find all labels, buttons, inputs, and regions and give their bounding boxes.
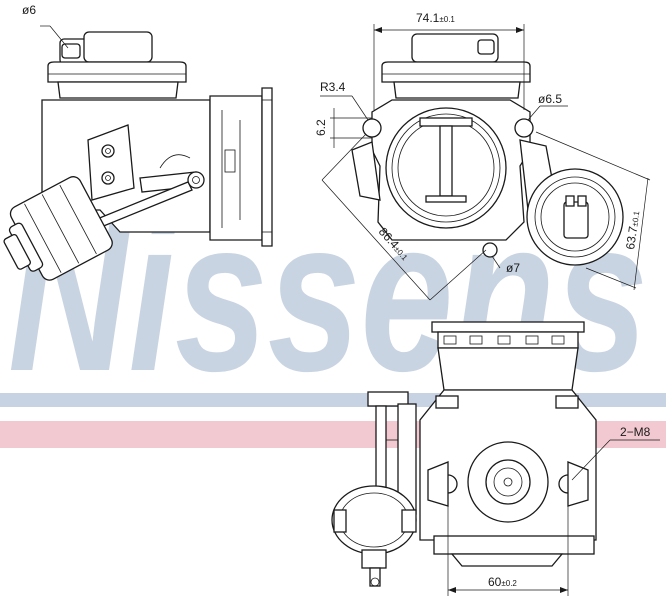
bottom-view — [331, 321, 660, 596]
width-main-label: 74.1±0.1 — [416, 11, 455, 25]
hole-diameter-label: ø6.5 — [538, 92, 562, 106]
side-view — [3, 25, 273, 281]
radius-label: R3.4 — [320, 80, 346, 94]
front-view — [320, 24, 651, 301]
offset-label: 6.2 — [314, 119, 328, 136]
actuator-height-label: 63.7±0.1 — [623, 209, 642, 250]
pin-diameter-label: ø6 — [22, 3, 36, 17]
diagonal-label: 86.4±0.1 — [376, 225, 413, 264]
threads-label: 2−M8 — [620, 425, 651, 439]
small-hole-label: ø7 — [506, 261, 520, 275]
bottom-width-label: 60±0.2 — [488, 575, 517, 589]
